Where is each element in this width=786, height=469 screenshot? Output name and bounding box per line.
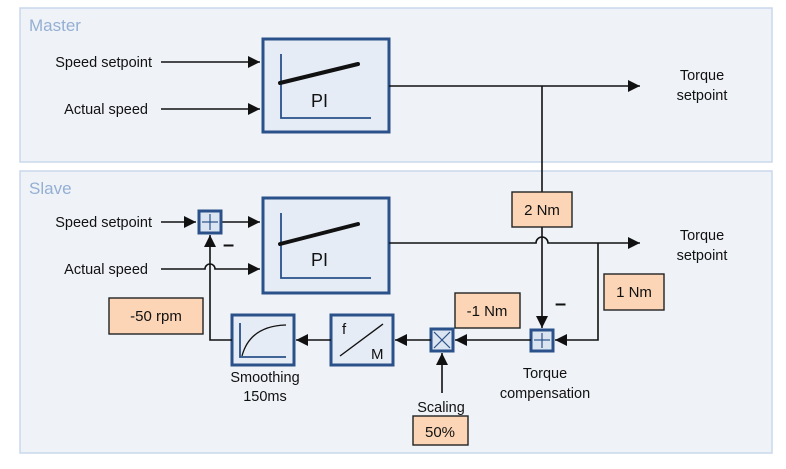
scaling-label: Scaling — [417, 400, 465, 416]
master-pi-block: PI — [261, 37, 391, 134]
speed-minus-sign: – — [223, 234, 234, 256]
pi-axes-icon — [280, 54, 371, 119]
slave-title: Slave — [29, 179, 72, 198]
slave-speed-setpoint-label: Speed setpoint — [55, 215, 152, 231]
slave-torque-label-1: Torque — [680, 228, 724, 244]
slave-pi-label: PI — [311, 250, 328, 270]
master-torque-label-2: setpoint — [677, 88, 728, 104]
slave-pi-block: PI — [261, 196, 391, 295]
torque-compensation-label-2: compensation — [500, 386, 590, 402]
master-torque-label-1: Torque — [680, 68, 724, 84]
speed-offset-feedback-wire — [204, 235, 232, 341]
torque-compensation-label-1: Torque — [523, 366, 567, 382]
slave-torque-value: 1 Nm — [616, 284, 652, 301]
speed-offset-box — [108, 297, 204, 335]
compensation-result-value: -1 Nm — [467, 303, 508, 320]
smoothing-axes-icon — [239, 323, 286, 358]
slave-torque-value-box — [603, 273, 665, 311]
fm-slash-icon — [339, 323, 384, 357]
speed-offset-value: -50 rpm — [130, 308, 182, 325]
scaling-multiplier-junction — [429, 327, 455, 353]
slave-actual-speed-label: Actual speed — [64, 262, 148, 278]
pi-axes-icon — [280, 213, 371, 279]
master-speed-setpoint-label: Speed setpoint — [55, 55, 152, 71]
master-pi-label: PI — [311, 91, 328, 111]
smoothing-label-2: 150ms — [243, 389, 287, 405]
master-panel-bg — [19, 7, 773, 163]
master-title: Master — [29, 16, 81, 35]
slave-torque-label-2: setpoint — [677, 248, 728, 264]
slave-torque-feedback-wire — [555, 243, 599, 346]
compensation-minus-sign: – — [555, 293, 566, 315]
fm-f-label: f — [342, 321, 347, 338]
master-torque-value: 2 Nm — [524, 202, 560, 219]
compensation-result-box — [454, 292, 521, 329]
fm-m-label: M — [371, 346, 384, 363]
smoothing-label-1: Smoothing — [230, 370, 299, 386]
pi-ramp-icon — [278, 62, 360, 85]
slave-panel: Slave Speed setpoint Actual speed – PI T… — [19, 86, 773, 454]
speed-sum-junction — [197, 209, 223, 235]
torque-compensation-junction — [529, 328, 555, 353]
pi-ramp-icon — [278, 222, 360, 246]
smoothing-block — [230, 313, 296, 367]
master-actual-speed-label: Actual speed — [64, 102, 148, 118]
scaling-value-box — [412, 415, 469, 446]
master-panel: Master Speed setpoint Actual speed PI To… — [19, 7, 773, 163]
scaling-value: 50% — [425, 424, 455, 441]
smoothing-curve-icon — [241, 324, 287, 357]
torque-to-frequency-block: f M — [329, 313, 395, 367]
